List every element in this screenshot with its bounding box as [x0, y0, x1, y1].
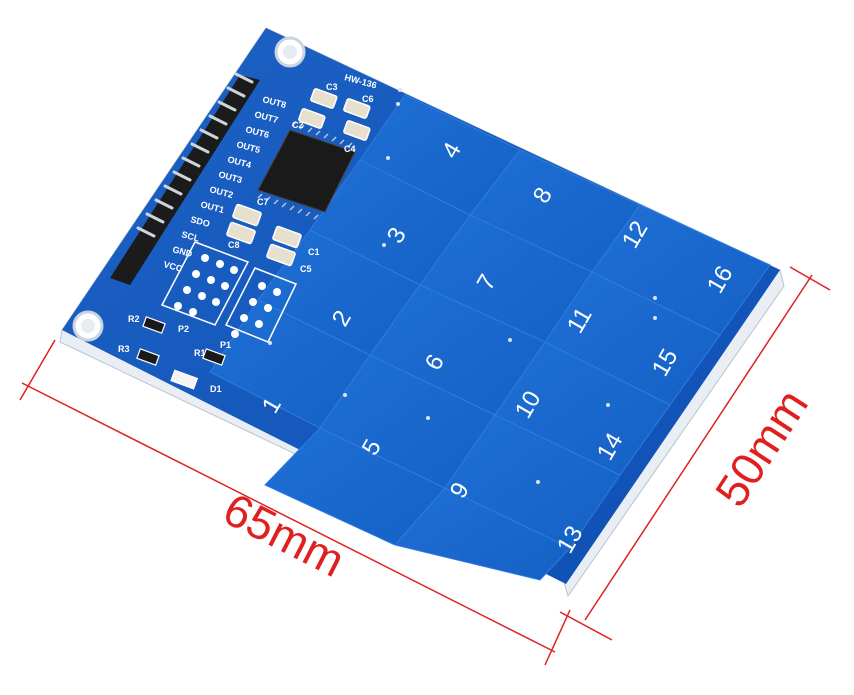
pin-label-sdo: SDO: [189, 214, 210, 229]
label-p2: P2: [178, 324, 189, 334]
resistors: [136, 316, 226, 390]
label-c5: C5: [300, 264, 312, 274]
component-labels: C3 C6 C2 C4 C7 C8 C1 C5 R2 R3 R1 P2 P1 D…: [118, 82, 374, 394]
pin-label-vcc: VCC: [162, 259, 183, 274]
vias: [268, 88, 657, 484]
touch-controller-chip: [257, 121, 356, 220]
label-c8: C8: [228, 240, 240, 250]
label-r2: R2: [128, 314, 140, 324]
mounting-holes: [72, 36, 306, 342]
capacitors: [226, 88, 371, 267]
label-r1: R1: [194, 348, 206, 358]
pin-label-scl: SCL: [180, 229, 200, 243]
label-c2: C2: [292, 120, 304, 130]
jumper-pads: [160, 241, 298, 343]
label-c4: C4: [344, 144, 356, 154]
label-d1: D1: [210, 384, 222, 394]
label-c3: C3: [326, 82, 338, 92]
label-c1: C1: [308, 247, 320, 257]
label-c7: C7: [257, 197, 269, 207]
pin-header: [110, 72, 260, 285]
label-r3: R3: [118, 344, 130, 354]
height-label: 50mm: [705, 380, 818, 516]
label-c6: C6: [362, 94, 374, 104]
label-p1: P1: [220, 340, 231, 350]
